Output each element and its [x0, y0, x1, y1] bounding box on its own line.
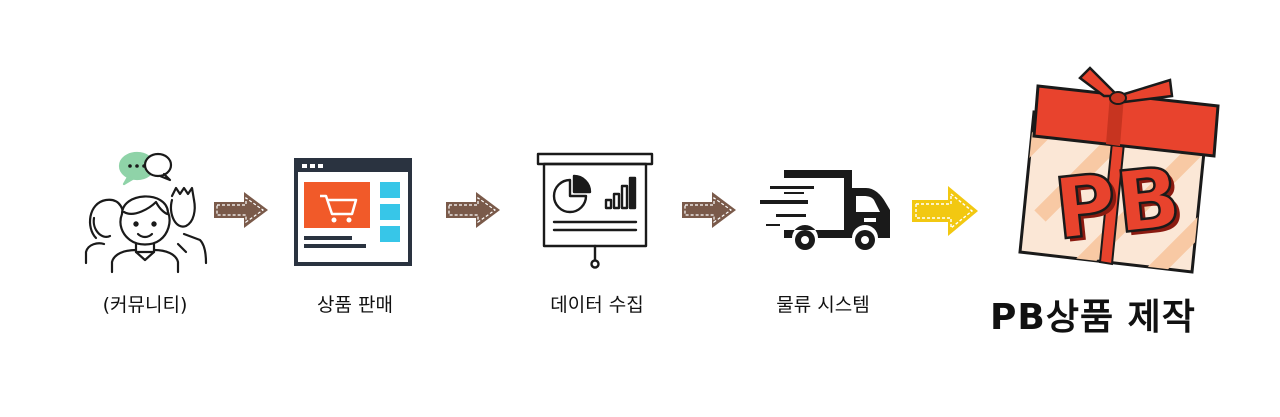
arrow-right-icon	[214, 192, 268, 228]
gift-pb-text-front: PB	[1050, 148, 1185, 259]
arrow-right-icon	[682, 192, 736, 228]
arrow-right-yellow-icon	[912, 186, 978, 236]
delivery-truck-icon	[760, 170, 890, 250]
shopping-cart-web-icon	[294, 158, 412, 266]
arrow-right-icon	[446, 192, 500, 228]
gift-box-pb-icon: PB PB	[1018, 66, 1220, 274]
step-label-community: (커뮤니티)	[102, 294, 188, 316]
step-label-data: 데이터 수집	[550, 294, 644, 316]
step-label-pb: PB상품 제작	[990, 297, 1196, 338]
step-label-logistics: 물류 시스템	[776, 294, 870, 316]
community-people-icon	[84, 151, 208, 274]
step-label-sales: 상품 판매	[317, 294, 393, 316]
gift-pb-text: PB	[1054, 152, 1189, 263]
presentation-chart-icon	[536, 152, 654, 269]
